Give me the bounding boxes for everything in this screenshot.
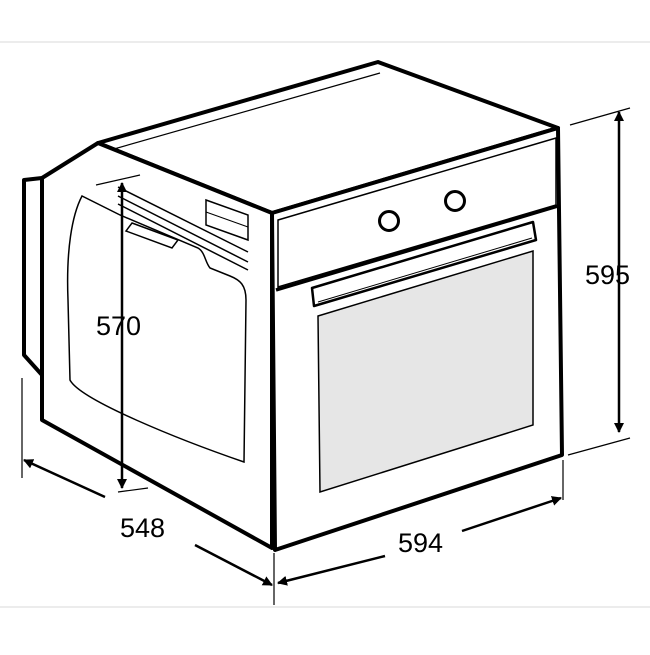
top-face-inner-edge	[99, 72, 381, 154]
door-handle-shadow	[317, 237, 533, 303]
side-rail-2	[117, 195, 249, 263]
side-mounting-flange	[22, 176, 44, 377]
extension-line-top-570	[95, 174, 141, 186]
extension-line-bottom-570	[117, 487, 149, 493]
control-knob-left-icon	[378, 210, 400, 232]
side-rail-1	[117, 186, 249, 253]
side-handle-slot	[124, 222, 180, 249]
side-vent-line	[205, 211, 249, 228]
width-594-arrow-right	[461, 496, 562, 533]
width-594-arrow-left	[277, 554, 386, 586]
side-rail-3	[117, 203, 249, 271]
extension-line-bottom-595	[567, 437, 631, 456]
side-vent	[205, 198, 249, 242]
dimension-label-width: 594	[398, 528, 444, 558]
dimension-label-niche-height: 570	[96, 311, 142, 341]
side-door-outline	[66, 195, 247, 464]
dimension-label-height: 595	[585, 260, 631, 290]
depth-548-arrow-right	[194, 543, 273, 587]
door-handle	[310, 220, 538, 308]
oven-side-face	[40, 141, 274, 550]
control-panel-lower-edge	[275, 204, 559, 292]
control-knob-right-icon	[444, 190, 466, 212]
oven-window	[317, 249, 534, 494]
dimension-label-depth: 548	[120, 513, 166, 543]
depth-548-arrow-left	[23, 458, 106, 499]
extension-line-top-595	[569, 107, 631, 126]
